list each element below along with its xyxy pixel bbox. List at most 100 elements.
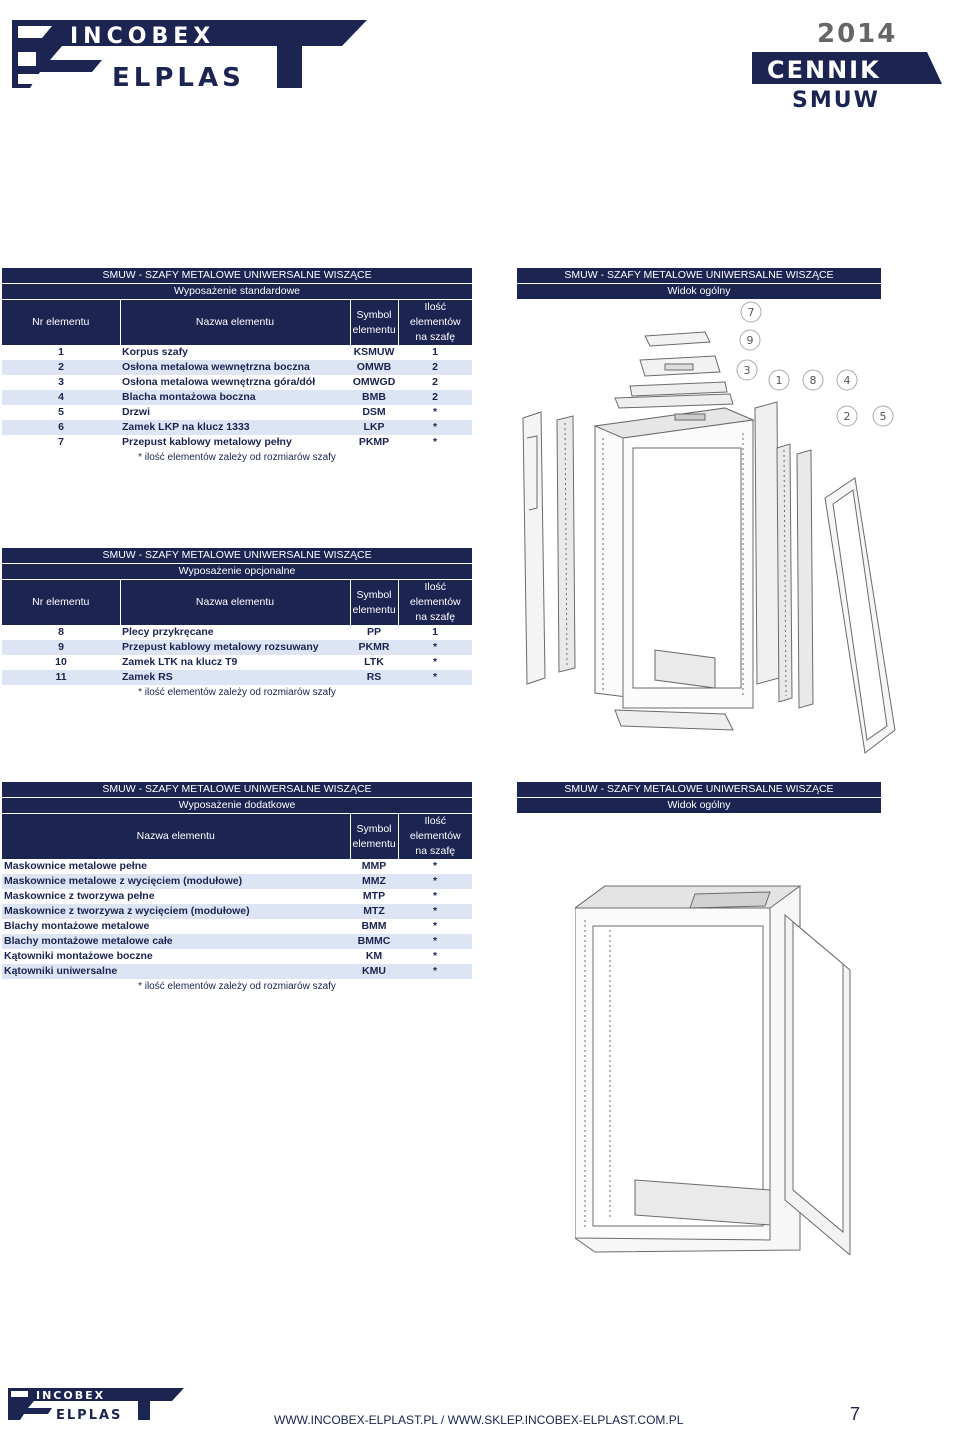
cell-name: Kątowniki montażowe boczne <box>4 950 153 962</box>
cell-name: Maskownice metalowe pełne <box>4 860 147 872</box>
table-title: SMUW - SZAFY METALOWE UNIWERSALNE WISZĄC… <box>2 782 472 798</box>
cell-name: Zamek LKP na klucz 1333 <box>120 420 350 435</box>
cell-qty: * <box>432 950 438 962</box>
cell-symbol: PP <box>366 626 381 638</box>
table-row: Maskownice metalowe pełne MMP * <box>2 859 472 874</box>
col-qty-2: elementów <box>409 316 461 328</box>
cell-qty: * <box>398 904 472 919</box>
table-title: SMUW - SZAFY METALOWE UNIWERSALNE WISZĄC… <box>2 548 473 564</box>
footer-logo-top: INCOBEX <box>36 1389 105 1402</box>
table-subtitle: Wyposażenie dodatkowe <box>2 797 472 814</box>
cell-qty: * <box>432 656 438 668</box>
view-subtitle: Widok ogólny <box>667 285 731 297</box>
cell-qty: * <box>432 920 438 932</box>
cell-symbol: KM <box>365 950 383 962</box>
view-subtitle: Widok ogólny <box>667 799 731 811</box>
col-nr: Nr elementu <box>2 579 120 625</box>
cell-symbol: KSMUW <box>353 346 395 358</box>
cell-qty: * <box>432 436 438 448</box>
table-subtitle: Wyposażenie standardowe <box>2 283 473 300</box>
table-note-row: * ilość elementów zależy od rozmiarów sz… <box>2 450 473 465</box>
cell-nr: 1 <box>58 346 64 358</box>
col-symbol-1: Symbol <box>356 822 392 835</box>
col-name: Nazwa elementu <box>119 579 350 625</box>
col-qty-1: Ilość <box>424 581 447 593</box>
cell-qty: * <box>398 640 473 655</box>
cell-qty: * <box>432 890 438 902</box>
cell-name: Osłona metalowa wewnętrzna boczna <box>120 360 350 375</box>
col-qty-1: Ilość <box>424 301 447 313</box>
cell-qty: * <box>432 860 438 872</box>
callout-label: 5 <box>880 410 887 423</box>
cell-symbol: LKP <box>350 420 398 435</box>
cell-nr: 2 <box>2 360 120 375</box>
table-note: * ilość elementów zależy od rozmiarów sz… <box>2 979 472 994</box>
cell-symbol: OMWGD <box>352 376 396 388</box>
view-title: SMUW - SZAFY METALOWE UNIWERSALNE WISZĄC… <box>517 268 881 284</box>
cell-symbol: LTK <box>364 656 384 668</box>
cell-name: Korpus szafy <box>122 346 188 358</box>
logo-text-top: INCOBEX <box>70 24 215 49</box>
col-name: Nazwa elementu <box>119 299 350 345</box>
col-name: Nazwa elementu <box>2 813 350 859</box>
assembled-cabinet-diagram <box>575 885 851 1255</box>
table-title-row: SMUW - SZAFY METALOWE UNIWERSALNE WISZĄC… <box>2 782 472 798</box>
table-subtitle-row: Wyposażenie opcjonalne <box>2 563 473 580</box>
cell-symbol: KMU <box>350 964 398 979</box>
col-qty-3: na szafę <box>415 845 456 857</box>
cell-symbol: DSM <box>362 406 386 418</box>
cell-name: Drzwi <box>122 406 151 418</box>
callout-label: 9 <box>747 334 754 347</box>
callout-label: 4 <box>844 374 851 387</box>
table-title-row: SMUW - SZAFY METALOWE UNIWERSALNE WISZĄC… <box>2 548 473 564</box>
cell-nr: 3 <box>58 376 64 388</box>
cell-symbol: MMP <box>361 860 387 872</box>
cell-qty: 1 <box>432 626 438 638</box>
cell-qty: * <box>398 670 473 685</box>
callout-label: 8 <box>810 374 817 387</box>
page-number: 7 <box>850 1404 861 1424</box>
col-qty-1: Ilość <box>424 815 447 827</box>
footer-website-links[interactable]: WWW.INCOBEX-ELPLAST.PL / WWW.SKLEP.INCOB… <box>274 1413 684 1427</box>
cell-qty: 2 <box>432 376 438 388</box>
footer-logo: INCOBEX ELPLAS <box>8 1388 184 1422</box>
logo-text-bottom: ELPLAS <box>112 63 245 92</box>
badge-year: 2014 <box>817 19 897 49</box>
badge-sub: SMUW <box>792 88 880 110</box>
callout-label: 1 <box>776 374 783 387</box>
col-symbol-2: elementu <box>352 603 396 616</box>
cell-symbol: MMZ <box>350 874 398 889</box>
cell-name: Przepust kablowy metalowy pełny <box>122 436 292 448</box>
cell-symbol: MTZ <box>350 904 398 919</box>
cell-symbol: RS <box>350 670 398 685</box>
cell-qty: * <box>398 874 472 889</box>
cell-nr: 7 <box>58 436 64 448</box>
cell-qty: 1 <box>432 346 438 358</box>
cell-symbol: BMM <box>361 920 387 932</box>
col-nr: Nr elementu <box>2 299 120 345</box>
col-symbol-2: elementu <box>352 837 396 850</box>
cell-qty: 2 <box>398 360 473 375</box>
table-subtitle-row: Wyposażenie standardowe <box>2 283 473 300</box>
cell-nr: 6 <box>2 420 120 435</box>
cell-name: Maskownice metalowe z wycięciem (modułow… <box>2 874 350 889</box>
cell-qty: * <box>398 420 473 435</box>
